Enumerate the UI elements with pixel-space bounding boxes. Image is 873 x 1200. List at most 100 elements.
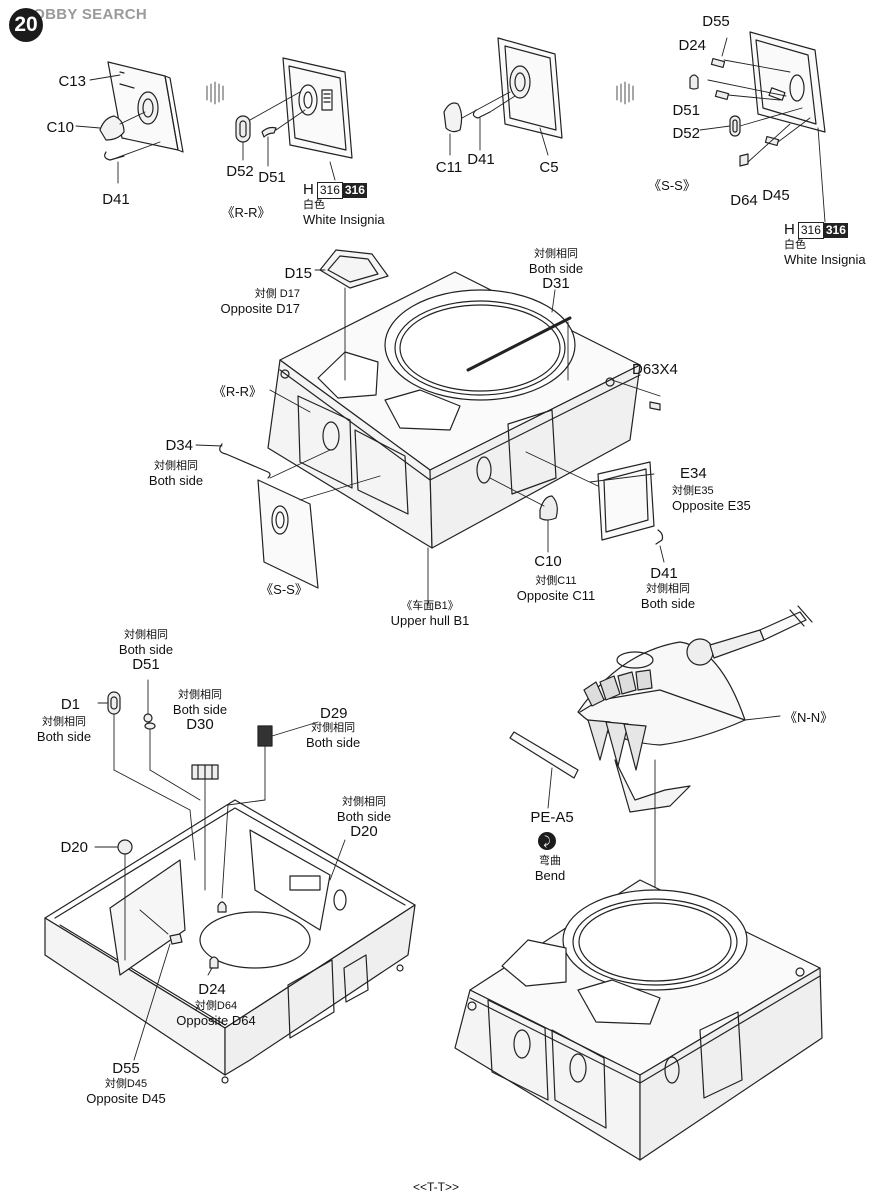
upper-hull-b1 — [267, 271, 641, 549]
leader-lines-d — [699, 37, 826, 223]
part-d51-grip — [261, 126, 277, 138]
part-d41-handle-hull — [655, 529, 664, 545]
label-d64-jp: 対側D64 — [194, 1000, 238, 1012]
label-d30: 対側相同 Both side D30 — [173, 689, 227, 732]
label-c11-jp: 対側C11 — [535, 575, 577, 587]
side-door-ss — [257, 479, 319, 589]
label-d41: D41 — [102, 191, 130, 208]
label-d17-en: Opposite D17 — [220, 301, 301, 316]
label-d41-c: D41 — [467, 151, 495, 168]
hatch-panel-ss — [749, 31, 826, 133]
label-d51-en: Both side — [118, 642, 174, 657]
paint-code-outline: 316 — [316, 182, 343, 199]
label-d45: D45 — [762, 187, 790, 204]
label-b1-jp: 《车面B1》 — [401, 600, 459, 612]
label-bend: 弯曲 Bend — [535, 855, 565, 883]
label-d51-d: D51 — [672, 102, 700, 119]
label-d64-note: 対側D64 Opposite D64 — [176, 1000, 256, 1028]
leader-lines-c — [449, 91, 549, 156]
label-d41-note: 対側相同 Both side — [641, 583, 695, 611]
label-c11: C11 — [435, 159, 463, 176]
label-d51-part: D51 — [132, 656, 160, 673]
label-d29-jp: 対側相同 — [311, 722, 356, 734]
label-d29-note: 対側相同 Both side — [306, 722, 360, 750]
label-d34: D34 — [165, 437, 193, 454]
view-label-ss: 《S-S》 — [648, 178, 696, 193]
hatch-panel-c5 — [497, 37, 563, 139]
label-d45-jp: 対側D45 — [104, 1078, 148, 1090]
view-label-nn: 《N-N》 — [784, 710, 834, 725]
paint-name-en: White Insignia — [784, 252, 866, 267]
part-c11-cover — [443, 102, 463, 133]
leader-lines-hull — [195, 269, 665, 606]
view-label-rr: 《R-R》 — [221, 205, 271, 220]
label-d30-part: D30 — [186, 716, 214, 733]
label-c13: C13 — [58, 73, 86, 90]
part-d31-rail — [466, 316, 572, 372]
paint-code-solid: 316 — [823, 223, 848, 238]
part-d34-handrail — [219, 443, 271, 479]
label-d64: D64 — [730, 192, 758, 209]
page-code: <<T-T>> — [412, 1180, 460, 1194]
label-d30-en: Both side — [172, 702, 228, 717]
label-d20-b: D20 — [60, 839, 88, 856]
turret-assembly — [577, 605, 813, 813]
label-e34: E34 — [680, 465, 707, 482]
paint-name-en: White Insignia — [303, 212, 385, 227]
watermark: HOBBY SEARCH — [22, 6, 148, 23]
label-d51-lower: 対側相同 Both side D51 — [119, 629, 173, 672]
sequence-arrow-1 — [206, 81, 224, 105]
label-c10: C10 — [46, 119, 74, 136]
label-d41-jp: 対側相同 — [645, 583, 690, 595]
label-d45-en: Opposite D45 — [86, 1091, 166, 1106]
part-d41-handle-c — [472, 109, 491, 119]
label-d20-a: 対側相同 Both side D20 — [337, 796, 391, 839]
label-d29-en: Both side — [306, 735, 361, 750]
part-c10-cover-hull — [539, 495, 558, 521]
label-c11-note: 対側C11 Opposite C11 — [517, 575, 596, 603]
label-d17-jp: 対側 D17 — [254, 288, 300, 300]
label-d24-lower: D24 — [198, 981, 226, 998]
label-d45-note: 対側D45 Opposite D45 — [86, 1078, 166, 1106]
completed-upper-hull — [454, 879, 823, 1161]
part-d52-ring — [235, 115, 251, 143]
label-d63: D63X4 — [632, 361, 678, 378]
label-b1-en: Upper hull B1 — [390, 613, 470, 628]
label-d20a-part: D20 — [350, 823, 378, 840]
label-bend-en: Bend — [534, 868, 566, 883]
label-d31-en: Both side — [528, 261, 584, 276]
label-d52-d: D52 — [672, 125, 700, 142]
part-d15-hatch — [319, 249, 389, 289]
leader-lines-a — [75, 74, 161, 184]
label-d34-en: Both side — [148, 473, 204, 488]
hatch-panel-rr — [282, 57, 353, 159]
label-d24: D24 — [678, 37, 706, 54]
label-upper-hull-b1: 《车面B1》 Upper hull B1 — [391, 600, 470, 628]
label-c11-en: Opposite C11 — [516, 588, 596, 603]
paint-code-solid: 316 — [342, 183, 367, 198]
paint-name-jp: 白色 — [303, 199, 325, 211]
label-d31: 対側相同 Both side D31 — [529, 248, 583, 291]
label-d30-jp: 対側相同 — [177, 689, 222, 701]
lower-hull-interior — [44, 799, 416, 1084]
label-d41-hull: D41 — [650, 565, 678, 582]
label-d1-note: 対側相同 Both side — [37, 716, 91, 744]
label-e35-en: Opposite E35 — [672, 498, 751, 513]
step-number-badge: 20 — [9, 8, 43, 42]
paint-code-outline: 316 — [797, 222, 824, 239]
sequence-arrow-2 — [616, 81, 634, 105]
view-label-ss-hull: 《S-S》 — [260, 582, 308, 597]
label-c5: C5 — [539, 159, 559, 176]
paint-name-jp: 白色 — [784, 239, 806, 251]
label-d41-en: Both side — [640, 596, 696, 611]
part-d63 — [649, 401, 661, 411]
label-d34-note: 対側相同 Both side — [149, 460, 203, 488]
label-d52: D52 — [226, 163, 254, 180]
bend-arrow-icon: ⤸ — [538, 832, 556, 850]
label-d55-lower: D55 — [112, 1060, 140, 1077]
part-c10-cover — [99, 115, 125, 141]
label-d17: 対側 D17 Opposite D17 — [221, 288, 301, 316]
